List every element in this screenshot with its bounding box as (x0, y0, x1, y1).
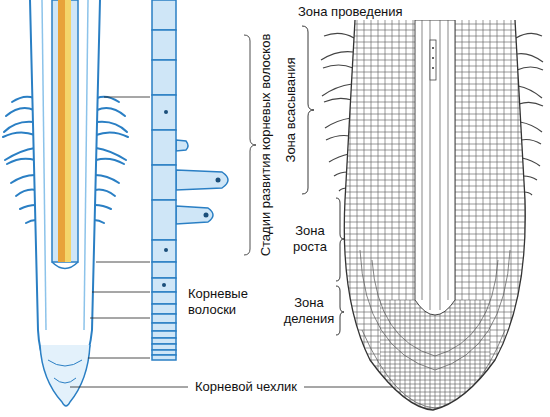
part-label: Корневые волоски (188, 286, 272, 317)
zone-label: Зона роста (286, 223, 334, 254)
zone-label: Зона всасывания (283, 58, 299, 163)
zone-label: Зона деления (282, 295, 336, 326)
stage-label: Стадии развития корневых волосков (258, 34, 274, 257)
zone-label: Зона проведения (298, 4, 403, 20)
part-label: Корневой чехлик (192, 379, 300, 395)
